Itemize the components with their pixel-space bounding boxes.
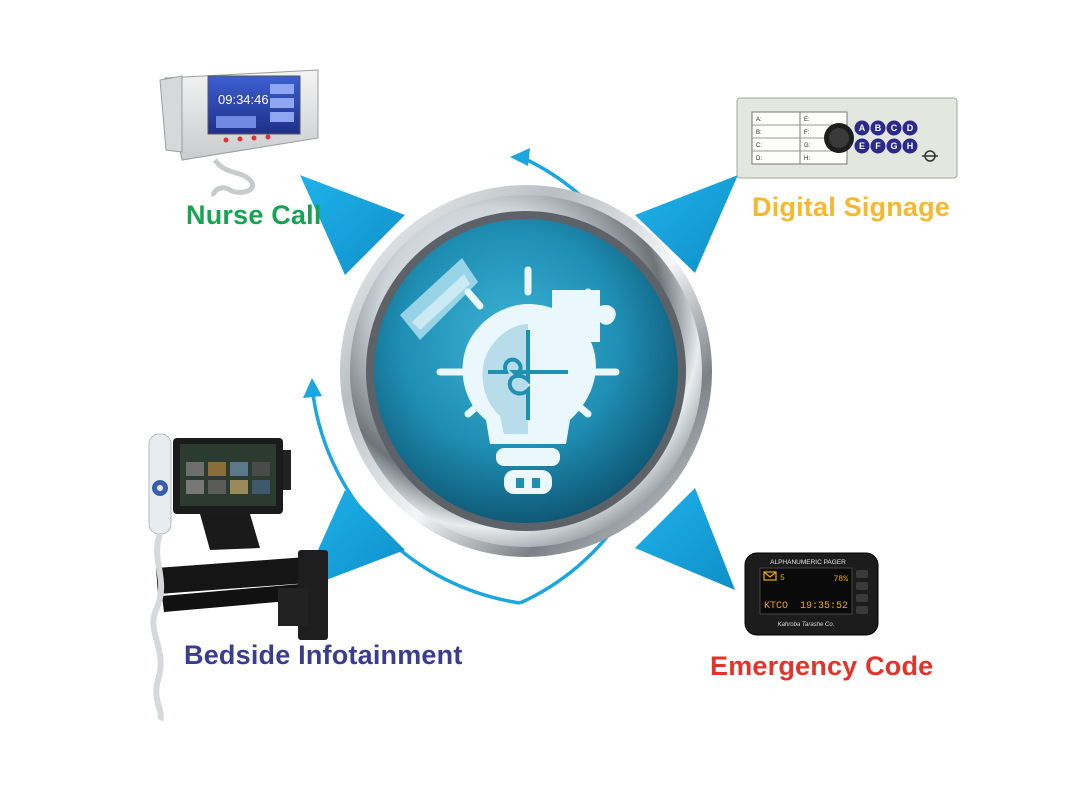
pager-time: 19:35:52 (800, 601, 848, 612)
signage-slot-e: E: (804, 117, 810, 123)
pager-battery: 78% (834, 575, 849, 584)
signage-slot-c: C: (756, 143, 762, 149)
pager-message-count: 5 (780, 574, 785, 583)
signage-slot-d: D: (756, 156, 762, 162)
signage-button-d: D (907, 123, 914, 133)
bedside-terminal-icon (148, 433, 328, 722)
lightbulb-puzzle-icon (436, 266, 620, 494)
arrow-to-emergency (635, 488, 735, 590)
signage-button-c: C (891, 123, 898, 133)
nurse-call-console-icon: 09:34:46 (159, 69, 319, 198)
signage-button-g: G (890, 141, 897, 151)
signage-button-h: H (907, 141, 914, 151)
digital-signage-label: Digital Signage (752, 192, 951, 222)
signage-slot-g: G: (804, 143, 811, 149)
signage-slot-h: H: (804, 156, 810, 162)
signage-button-e: E (859, 141, 865, 151)
pager-brand: Kahroba Tarashe Co. (778, 622, 835, 628)
arrow-to-digital-signage (635, 175, 738, 273)
alphanumeric-pager-icon: ALPHANUMERIC PAGER 5 78% KTCO 19:35:52 K… (744, 552, 879, 636)
pager-code: KTCO (764, 601, 788, 612)
signage-button-a: A (859, 123, 866, 133)
signage-slot-f: F: (804, 130, 810, 136)
cycle-arrowhead-top (510, 148, 530, 166)
arrow-to-nurse-call (300, 175, 405, 275)
signage-button-f: F (875, 141, 881, 151)
emergency-code-label: Emergency Code (710, 651, 934, 681)
cycle-arrowhead-left (303, 378, 322, 398)
signage-slot-a: A: (756, 117, 762, 123)
signage-button-b: B (875, 123, 882, 133)
signage-panel-icon: A: E: B: F: C: G: D: H: A B C D E F G (736, 97, 958, 179)
nurse-call-label: Nurse Call (186, 200, 322, 230)
bedside-infotainment-label: Bedside Infotainment (184, 640, 463, 670)
company-logo-icon (922, 150, 938, 162)
nurse-call-screen-time: 09:34:46 (218, 92, 269, 107)
signage-slot-b: B: (756, 130, 762, 136)
pager-title: ALPHANUMERIC PAGER (770, 559, 846, 566)
